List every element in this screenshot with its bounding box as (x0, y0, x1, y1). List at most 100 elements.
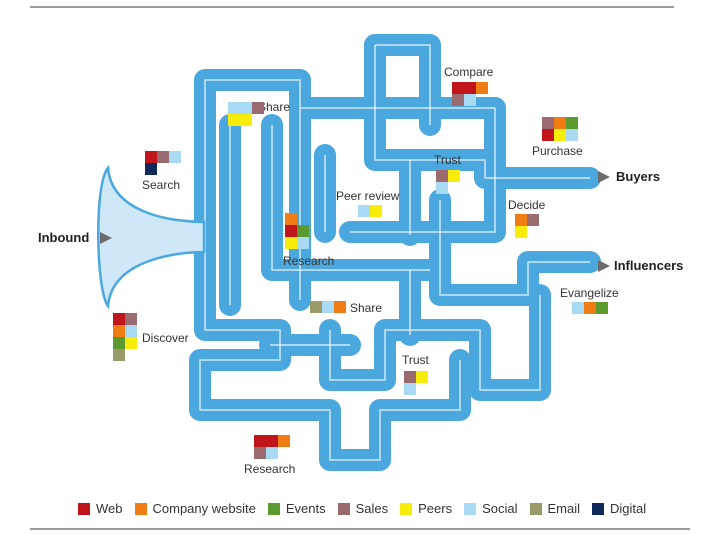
legend-item-peers: Peers (400, 501, 452, 516)
stage-label-compare: Compare (444, 65, 494, 79)
channel-square-social (169, 151, 181, 163)
pipe-highlight-5 (271, 125, 430, 271)
channel-square-company_website (554, 117, 566, 129)
channel-square-email (310, 301, 322, 313)
channel-square-peers (515, 226, 527, 238)
legend-label: Digital (610, 501, 647, 516)
stage-label-decide: Decide (508, 198, 546, 212)
channel-cluster-evangelize (572, 302, 608, 314)
channel-cluster-purchase (542, 117, 578, 141)
legend-label: Web (96, 501, 123, 516)
channel-square-social (436, 182, 448, 194)
channel-cluster-search (145, 151, 181, 175)
pipe-highlight-4 (350, 108, 496, 233)
channel-square-sales (252, 102, 264, 114)
channel-cluster-trust-bottom (404, 371, 440, 395)
channel-square-web (266, 435, 278, 447)
stage-label-search: Search (142, 178, 181, 192)
channel-square-empty (169, 163, 181, 175)
channel-square-empty (428, 383, 440, 395)
channel-square-social (322, 301, 334, 313)
channel-square-peers (448, 170, 460, 182)
channel-square-company_website (584, 302, 596, 314)
channel-square-empty (460, 170, 472, 182)
channel-cluster-trust-top (436, 170, 472, 194)
channel-square-peers (240, 114, 252, 126)
channel-square-empty (428, 371, 440, 383)
stage-label-research-bottom: Research (244, 462, 296, 476)
channel-square-sales (254, 447, 266, 459)
buyers-arrow (598, 171, 610, 183)
channel-square-sales (157, 151, 169, 163)
legend-item-sales: Sales (337, 501, 389, 516)
stage-label-trust-bottom: Trust (402, 353, 429, 367)
channel-square-empty (416, 383, 428, 395)
channel-cluster-compare (452, 82, 488, 106)
channel-square-social (297, 237, 309, 249)
pipe-highlight-9 (439, 200, 590, 296)
channel-cluster-share-mid (310, 301, 346, 313)
channel-square-sales (542, 117, 554, 129)
pipe-highlight-12 (199, 238, 461, 461)
channel-square-peers (554, 129, 566, 141)
channel-square-social (358, 205, 370, 217)
channel-square-empty (539, 214, 551, 226)
inbound-label: Inbound (38, 230, 90, 245)
channel-square-events (113, 337, 125, 349)
channel-cluster-decide (515, 214, 551, 238)
channel-square-empty (278, 447, 290, 459)
channel-square-sales (125, 313, 137, 325)
legend-label: Social (482, 501, 518, 516)
legend-swatch (337, 502, 350, 515)
channel-square-empty (125, 349, 137, 361)
channel-square-sales (436, 170, 448, 182)
channel-square-web (285, 225, 297, 237)
legend-swatch (592, 502, 605, 515)
inbound-horn (97, 164, 206, 310)
channel-square-peers (125, 337, 137, 349)
channel-square-web (254, 435, 266, 447)
legend-item-company-website: Company website (134, 501, 256, 516)
channel-square-empty (460, 182, 472, 194)
channel-square-social (464, 94, 476, 106)
channel-square-events (596, 302, 608, 314)
channel-square-company_website (278, 435, 290, 447)
channel-cluster-research-bottom (254, 435, 290, 459)
channel-square-empty (309, 237, 321, 249)
channel-square-company_website (285, 213, 297, 225)
channel-square-sales (527, 214, 539, 226)
legend-label: Company website (152, 501, 256, 516)
bottom-rule (30, 528, 690, 530)
legend-label: Sales (355, 501, 389, 516)
channel-square-company_website (515, 214, 527, 226)
stage-label-research-mid: Research (283, 254, 335, 268)
buyers-label: Buyers (616, 169, 661, 184)
channel-square-company_website (113, 325, 125, 337)
legend-item-events: Events (267, 501, 326, 516)
channel-square-web (452, 82, 464, 94)
channel-square-sales (452, 94, 464, 106)
channel-square-company_website (476, 82, 488, 94)
channel-square-empty (309, 225, 321, 237)
channel-square-empty (527, 226, 539, 238)
channel-square-empty (137, 337, 149, 349)
legend-swatch (267, 502, 280, 515)
inbound-arrow (100, 232, 112, 244)
channel-square-empty (476, 94, 488, 106)
stage-label-trust-top: Trust (434, 153, 461, 167)
channel-square-peers (416, 371, 428, 383)
pipe-highlight-7 (375, 44, 431, 125)
channel-square-empty (309, 213, 321, 225)
legend-swatch (529, 502, 542, 515)
legend-label: Email (547, 501, 581, 516)
channel-square-events (566, 117, 578, 129)
channel-square-empty (252, 114, 264, 126)
legend-swatch (464, 502, 477, 515)
channel-square-social (125, 325, 137, 337)
pipe-highlight-6 (374, 45, 590, 179)
stage-label-evangelize: Evangelize (560, 286, 619, 300)
channel-square-social (228, 102, 240, 114)
channel-square-empty (157, 163, 169, 175)
legend-label: Events (285, 501, 326, 516)
